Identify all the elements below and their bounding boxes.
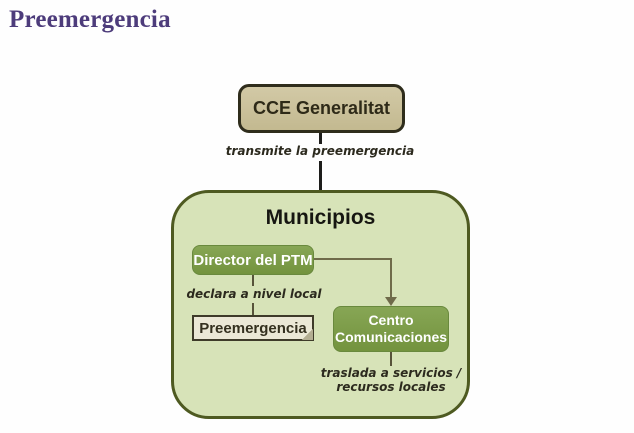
node-centro-line1: Centro: [368, 312, 414, 328]
edge-label-traslada: traslada a servicios / recursos locales: [301, 366, 481, 394]
node-director-ptm-label: Director del PTM: [193, 251, 313, 269]
edge-label-traslada-line2: recursos locales: [336, 380, 446, 394]
page-title: Preemergencia: [9, 6, 171, 33]
node-centro-line2: Comunicaciones: [334, 329, 448, 345]
connector-director-top-segment: [252, 275, 254, 286]
node-director-ptm: Director del PTM: [192, 245, 314, 275]
connector-cce-bottom-segment: [319, 161, 322, 190]
node-cce-generalitat-label: CCE Generalitat: [252, 98, 391, 118]
node-cce-generalitat: CCE Generalitat: [238, 84, 405, 133]
folded-corner-decoration: [302, 329, 313, 340]
arrowhead-icon: [385, 297, 397, 306]
group-municipios: Municipios Director del PTM declara a ni…: [171, 190, 470, 419]
connector-director-bottom-segment: [252, 303, 254, 315]
arrow-director-to-centro-vertical: [390, 258, 392, 298]
arrow-director-to-centro-horizontal: [314, 258, 392, 260]
node-preemergencia: Preemergencia: [192, 315, 314, 341]
edge-label-traslada-line1: traslada a servicios /: [320, 366, 462, 380]
edge-label-declara: declara a nivel local: [186, 287, 322, 301]
group-municipios-title: Municipios: [265, 206, 376, 229]
node-preemergencia-label: Preemergencia: [199, 319, 307, 337]
node-centro-comunicaciones: Centro Comunicaciones: [333, 306, 449, 352]
connector-cce-top-segment: [319, 133, 322, 144]
edge-label-transmite: transmite la preemergencia: [225, 144, 415, 158]
connector-centro-segment: [390, 352, 392, 366]
